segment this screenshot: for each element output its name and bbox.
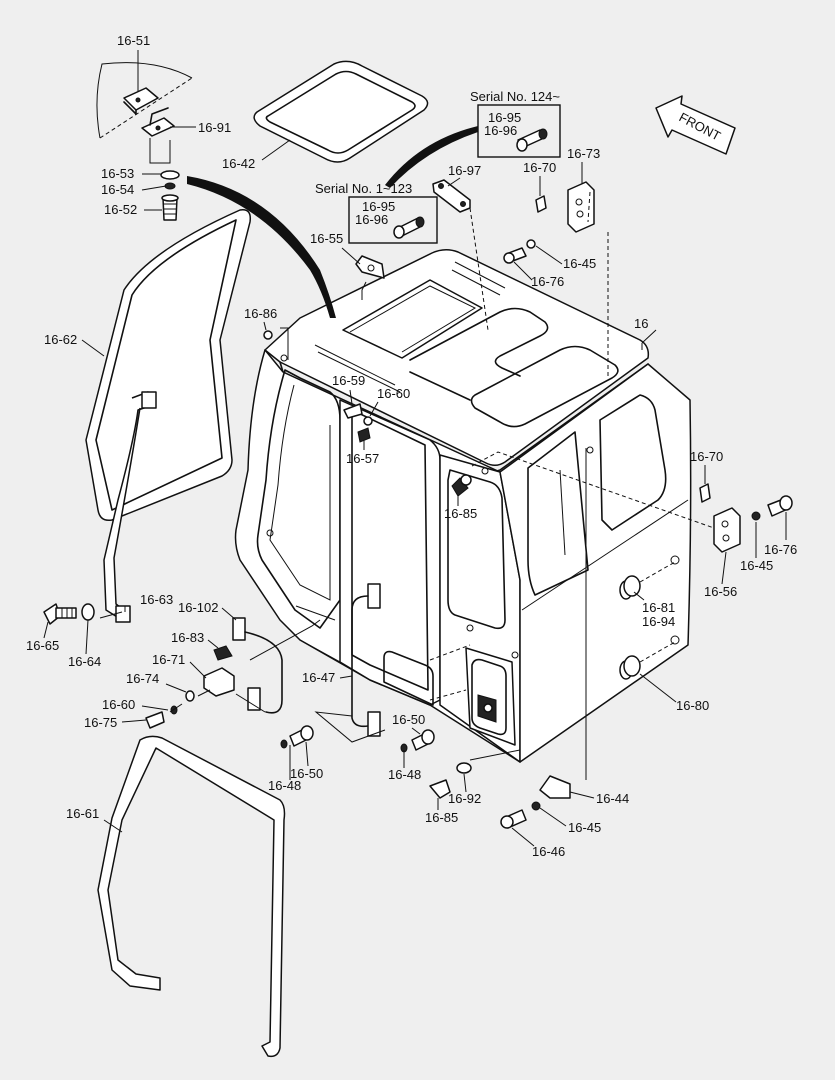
part-16-47-handle xyxy=(351,583,381,737)
label-16-55: 16-55 xyxy=(310,231,343,246)
serial-124-part-b: 16-96 xyxy=(484,123,517,138)
label-16-75: 16-75 xyxy=(84,715,117,730)
label-16-76a: 16-76 xyxy=(531,274,564,289)
label-16: 16 xyxy=(634,316,648,331)
label-16-70b: 16-70 xyxy=(690,449,723,464)
serial-124-part-a: 16-95 xyxy=(488,110,521,125)
part-16-55 xyxy=(355,255,385,279)
label-16-50a: 16-50 xyxy=(290,766,323,781)
label-16-54: 16-54 xyxy=(101,182,134,197)
part-16-73 xyxy=(567,181,595,233)
label-16-50b: 16-50 xyxy=(392,712,425,727)
label-16-71: 16-71 xyxy=(152,652,185,667)
roof-glass-seal xyxy=(253,60,429,163)
label-16-51: 16-51 xyxy=(117,33,150,48)
label-16-45c: 16-45 xyxy=(568,820,601,835)
label-16-46: 16-46 xyxy=(532,844,565,859)
label-16-47: 16-47 xyxy=(302,670,335,685)
label-16-44: 16-44 xyxy=(596,791,629,806)
serial-1-123-part-a: 16-95 xyxy=(362,199,395,214)
label-16-85a: 16-85 xyxy=(444,506,477,521)
part-16-76-top xyxy=(503,239,536,264)
label-16-81: 16-81 xyxy=(642,600,675,615)
part-16-48-bolt-left xyxy=(280,725,314,749)
callout-labels: 16-51 16-91 16-42 16-53 16-54 16-52 16-6… xyxy=(26,33,797,859)
part-16-80-mount xyxy=(619,655,641,680)
label-16-45a: 16-45 xyxy=(563,256,596,271)
serial-1-123-part-b: 16-96 xyxy=(355,212,388,227)
serial-box-1-123: Serial No. 1~123 16-95 16-96 xyxy=(315,181,438,244)
part-16-83-plate xyxy=(213,645,233,661)
door-glass xyxy=(85,209,252,623)
label-16-60a: 16-60 xyxy=(377,386,410,401)
label-16-83: 16-83 xyxy=(171,630,204,645)
label-16-42: 16-42 xyxy=(222,156,255,171)
label-16-63: 16-63 xyxy=(140,592,173,607)
part-16-85-lower xyxy=(429,779,451,799)
front-arrow: FRONT xyxy=(655,95,736,155)
roof-catch-detail xyxy=(96,62,193,221)
cab-body xyxy=(234,249,692,763)
label-16-64: 16-64 xyxy=(68,654,101,669)
label-16-70a: 16-70 xyxy=(523,160,556,175)
leader-lines xyxy=(99,191,715,780)
label-16-73: 16-73 xyxy=(567,146,600,161)
part-16-76-right xyxy=(751,495,793,521)
part-16-70-top xyxy=(535,195,547,213)
part-16-102-handle xyxy=(232,617,283,714)
label-16-94: 16-94 xyxy=(642,614,675,629)
label-16-80: 16-80 xyxy=(676,698,709,713)
label-16-60b: 16-60 xyxy=(102,697,135,712)
serial-124-title: Serial No. 124~ xyxy=(470,89,560,104)
label-16-86: 16-86 xyxy=(244,306,277,321)
label-16-91: 16-91 xyxy=(198,120,231,135)
part-16-70-right xyxy=(699,483,711,503)
part-16-97 xyxy=(432,179,471,213)
label-16-48b: 16-48 xyxy=(388,767,421,782)
label-16-56: 16-56 xyxy=(704,584,737,599)
serial-box-124: Serial No. 124~ 16-95 16-96 xyxy=(470,89,561,158)
part-16-65-bolt xyxy=(43,603,95,625)
label-16-48a: 16-48 xyxy=(268,778,301,793)
part-16-92-washer xyxy=(456,762,472,774)
part-16-59-group xyxy=(343,403,373,443)
label-16-102: 16-102 xyxy=(178,600,218,615)
label-16-57: 16-57 xyxy=(346,451,379,466)
serial-124-arrow xyxy=(385,126,478,188)
label-16-59: 16-59 xyxy=(332,373,365,388)
serial-1-123-title: Serial No. 1~123 xyxy=(315,181,412,196)
label-16-76b: 16-76 xyxy=(764,542,797,557)
label-16-53: 16-53 xyxy=(101,166,134,181)
part-16-48-bolt-right xyxy=(400,729,435,753)
part-16-46-pin xyxy=(500,801,541,829)
part-16-56 xyxy=(713,507,741,553)
label-16-45b: 16-45 xyxy=(740,558,773,573)
label-16-92: 16-92 xyxy=(448,791,481,806)
label-16-52: 16-52 xyxy=(104,202,137,217)
part-16-81-mount xyxy=(619,575,641,600)
label-16-97: 16-97 xyxy=(448,163,481,178)
label-16-74: 16-74 xyxy=(126,671,159,686)
part-16-75-screw xyxy=(145,705,178,729)
part-16-71-latch xyxy=(185,667,235,702)
label-16-62: 16-62 xyxy=(44,332,77,347)
part-16-85-upper xyxy=(451,474,472,497)
door-weatherstrip-frame xyxy=(97,735,286,1058)
part-16-44-clip xyxy=(539,775,571,799)
label-16-65: 16-65 xyxy=(26,638,59,653)
label-16-61: 16-61 xyxy=(66,806,99,821)
label-16-85b: 16-85 xyxy=(425,810,458,825)
part-16-86 xyxy=(263,330,273,340)
